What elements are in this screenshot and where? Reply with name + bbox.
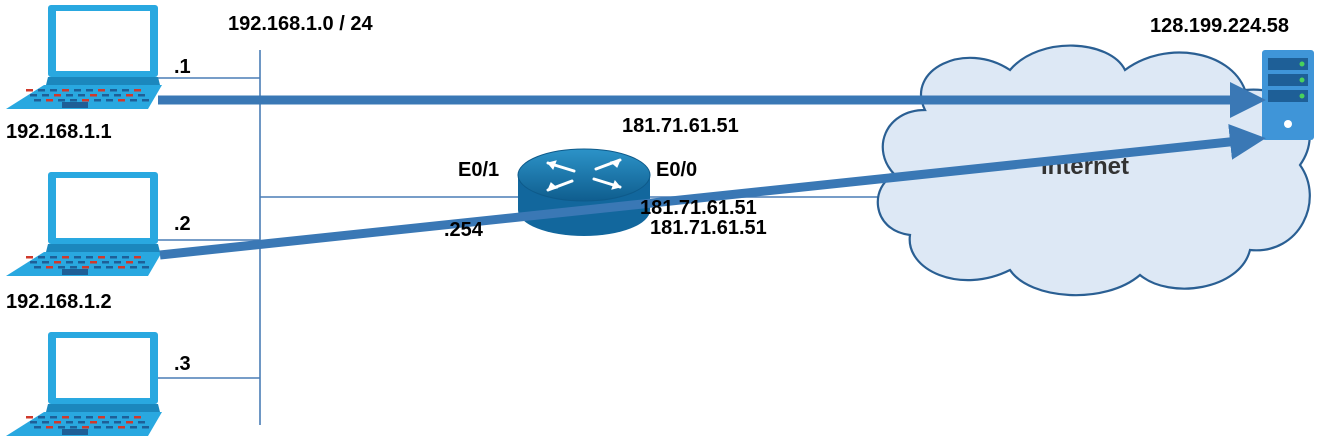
traffic-arrows <box>158 82 1266 260</box>
laptop-icon <box>6 332 162 436</box>
router-inside-interface-label: E0/1 <box>458 159 499 181</box>
host-2-ip-label: 192.168.1.2 <box>6 291 112 313</box>
laptop-icon <box>6 172 162 276</box>
host-1-port-label: .1 <box>174 56 191 78</box>
subnet-label: 192.168.1.0 / 24 <box>228 13 373 35</box>
router-outside-ip-label-top: 181.71.61.51 <box>622 115 739 137</box>
router-outside-ip-label-mid: 181.71.61.51 <box>640 197 757 219</box>
server-icon <box>1262 50 1314 140</box>
laptops <box>6 5 162 436</box>
host-2-port-label: .2 <box>174 213 191 235</box>
laptop-icon <box>6 5 162 109</box>
host-1-ip-label: 192.168.1.1 <box>6 121 112 143</box>
router-icon <box>517 148 651 236</box>
host-3-port-label: .3 <box>174 353 191 375</box>
server-ip-label: 128.199.224.58 <box>1150 15 1289 37</box>
router-inside-suffix-label: .254 <box>444 219 484 241</box>
cloud-icon <box>876 44 1311 297</box>
router-outside-ip-label-bottom: 181.71.61.51 <box>650 217 767 239</box>
arrow-host2-to-server <box>159 123 1266 260</box>
router-outside-interface-label: E0/0 <box>656 159 697 181</box>
lan-segment <box>158 50 890 425</box>
